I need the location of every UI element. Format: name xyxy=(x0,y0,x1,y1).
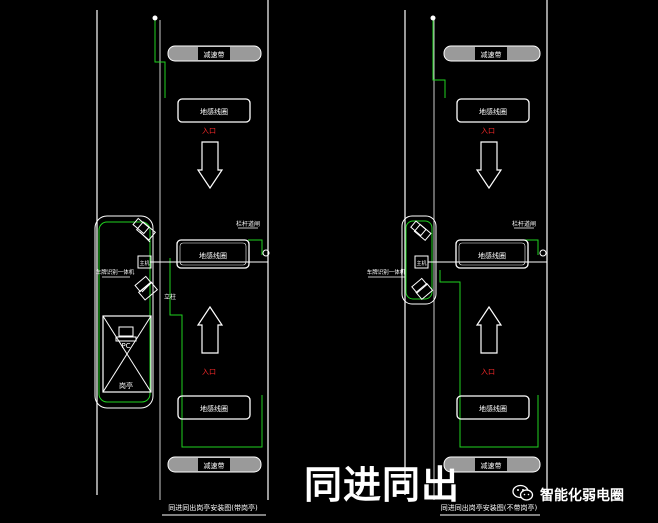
speed-bump-bottom: 减速带 xyxy=(167,456,262,473)
loop-coil-top: 地感线圈 xyxy=(177,98,251,123)
direction-label-bottom: 入口 xyxy=(202,368,216,376)
loop-coil-bottom: 地感线圈 xyxy=(177,395,251,420)
loop-coil-bottom: 地感线圈 xyxy=(456,395,530,420)
cable-route-bottom xyxy=(459,395,539,448)
control-box-label: 主机 xyxy=(416,260,426,267)
speed-bump-top: 减速带 xyxy=(443,45,541,62)
cable-route-mid xyxy=(169,258,183,395)
booth-label: 岗亭 xyxy=(119,381,133,390)
speed-bump-top-label: 减速带 xyxy=(481,50,502,59)
speed-bump-bottom: 减速带 xyxy=(443,456,541,473)
wechat-logo-icon xyxy=(512,484,534,506)
booth-island-inner xyxy=(98,221,151,403)
barrier-gate-upper xyxy=(132,217,157,243)
cable-route-right xyxy=(248,239,263,255)
down-arrow-icon xyxy=(475,141,503,190)
brand-name: 智能化弱电圈 xyxy=(540,488,624,504)
callout-barrier-label: 栏杆道闸 xyxy=(512,220,536,228)
loop-coil-middle: 地感线圈 xyxy=(455,239,529,269)
direction-label-top: 入口 xyxy=(202,127,216,135)
loop-coil-top: 地感线圈 xyxy=(456,98,530,123)
barrier-gate-upper xyxy=(410,220,432,242)
layout-right: 减速带 地感线圈 入口 主机 地感线圈 栏杆道闸 车 xyxy=(367,0,548,516)
down-arrow-icon xyxy=(196,141,224,190)
callout-barrier-label: 栏杆道闸 xyxy=(236,220,260,228)
cable-route-right xyxy=(524,239,539,255)
loop-coil-top-label: 地感线圈 xyxy=(479,107,507,116)
cable-route-mid xyxy=(439,270,461,395)
overlay-title: 同进同出 xyxy=(304,463,461,507)
cable-junction-top xyxy=(152,15,158,21)
barrier-gate-lower xyxy=(134,275,159,301)
control-box-label: 主机 xyxy=(139,260,149,267)
loop-coil-middle-label: 地感线圈 xyxy=(478,251,506,260)
cable-route-top xyxy=(154,18,166,98)
up-arrow-icon xyxy=(196,305,224,354)
barrier-gate-lower xyxy=(411,277,434,301)
callout-pole-label: 立柱 xyxy=(164,293,176,301)
island-inner xyxy=(405,220,433,300)
layout-caption: 同进同出岗亭安装图(带岗亭) xyxy=(168,503,258,512)
booth: PC 岗亭 xyxy=(102,315,152,393)
direction-label-bottom: 入口 xyxy=(481,368,495,376)
loop-coil-middle: 地感线圈 xyxy=(176,239,250,269)
loop-terminal xyxy=(539,249,547,257)
loop-terminal xyxy=(262,249,270,257)
loop-coil-bottom-label: 地感线圈 xyxy=(479,404,507,413)
speed-bump-top: 减速带 xyxy=(167,45,262,62)
island-outline xyxy=(401,215,437,305)
booth-island-outline xyxy=(94,215,154,409)
layout-caption: 同进同出岗亭安装图(不带岗亭) xyxy=(441,503,538,512)
speed-bump-top-label: 减速带 xyxy=(204,50,225,59)
booth-pc-icon xyxy=(118,326,134,337)
cable-route-bottom xyxy=(181,395,263,448)
booth-pc-label: PC xyxy=(121,342,130,350)
speed-bump-bottom-label: 减速带 xyxy=(481,461,502,470)
layout-left: 减速带 地感线圈 入口 主机 地 xyxy=(94,0,270,516)
loop-coil-bottom-label: 地感线圈 xyxy=(200,404,228,413)
speed-bump-bottom-label: 减速带 xyxy=(204,461,225,470)
cable-route-top xyxy=(432,18,446,98)
direction-label-top: 入口 xyxy=(481,127,495,135)
callout-control-label: 车牌识别一体机 xyxy=(96,268,135,276)
loop-coil-top-label: 地感线圈 xyxy=(200,107,228,116)
loop-coil-middle-label: 地感线圈 xyxy=(199,251,227,260)
brand-watermark: 智能化弱电圈 xyxy=(512,484,624,506)
callout-control-label: 车牌识别一体机 xyxy=(367,268,406,276)
up-arrow-icon xyxy=(475,305,503,354)
cable-junction-top xyxy=(430,15,436,21)
